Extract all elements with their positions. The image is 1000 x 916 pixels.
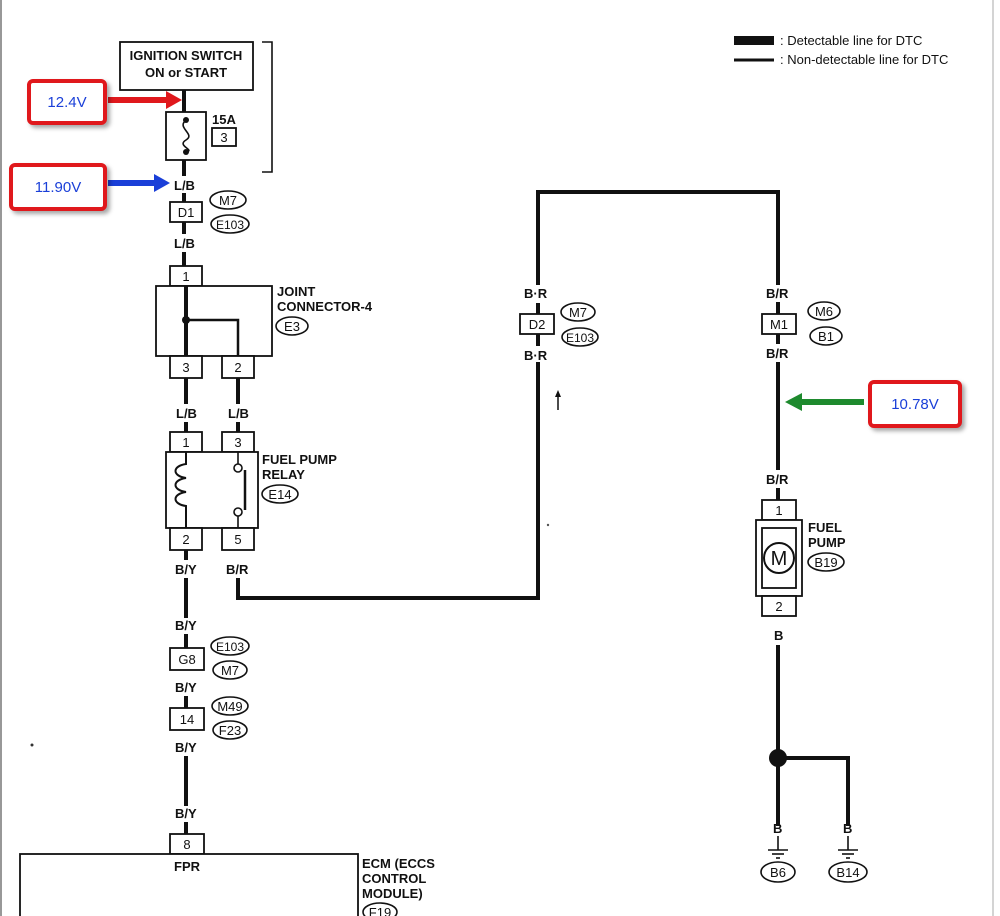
- connector-14-label: 14: [180, 712, 194, 727]
- arrow-red: [108, 91, 182, 109]
- relay-pin-3: 3: [234, 435, 241, 450]
- fuse: 15A 3: [165, 90, 237, 176]
- wire-label-br-d2-bottom: B·R: [524, 348, 548, 363]
- wire-label-b-g1: B: [773, 821, 782, 836]
- jc-pin-3: 3: [182, 360, 189, 375]
- jc-pin-1: 1: [182, 269, 189, 284]
- wire-label-lb-2: L/B: [174, 236, 195, 251]
- connector-m1: M1 M6 B1: [761, 301, 843, 346]
- pump-pin-1: 1: [775, 503, 782, 518]
- legend-detectable: : Detectable line for DTC: [780, 33, 922, 48]
- connector-m6-label: M6: [815, 304, 833, 319]
- connector-f23-label: F23: [219, 723, 241, 738]
- joint-connector-label-1: JOINT: [277, 284, 315, 299]
- connector-d2-label: D2: [529, 317, 546, 332]
- fuel-pump: 1 M 2 FUEL PUMP B19: [755, 499, 846, 617]
- pump-pin-2: 2: [775, 599, 782, 614]
- ignition-switch-state: ON or START: [145, 65, 227, 80]
- wire-label-br-1: B/R: [226, 562, 249, 577]
- measurement-callout-11-90v: 11.90V: [9, 163, 107, 211]
- connector-g8: G8 E103 M7: [169, 636, 250, 680]
- arrow-blue: [108, 174, 170, 192]
- wire-label-br-m1-bottom: B/R: [766, 346, 789, 361]
- wire-label-by-3: B/Y: [175, 680, 197, 695]
- wire-label-b-g2: B: [843, 821, 852, 836]
- wire-label-by-2: B/Y: [175, 618, 197, 633]
- wire-label-lb-3: L/B: [176, 406, 197, 421]
- wire-label-b-1: B: [774, 628, 783, 643]
- wire-label-br-pump: B/R: [766, 472, 789, 487]
- legend-non-detectable: : Non-detectable line for DTC: [780, 52, 948, 67]
- wire-label-br-m1-top: B/R: [766, 286, 789, 301]
- joint-connector-id: E3: [284, 319, 300, 334]
- ecm-label-1: ECM (ECCS: [362, 856, 435, 871]
- ground-b6: B B6: [760, 821, 796, 883]
- ecm: 8 FPR ECM (ECCS CONTROL MODULE) F19: [19, 833, 435, 916]
- wire-label-by-5: B/Y: [175, 806, 197, 821]
- ignition-switch-label: IGNITION SWITCH: [130, 48, 243, 63]
- fuel-pump-label-2: PUMP: [808, 535, 846, 550]
- jc-pin-2: 2: [234, 360, 241, 375]
- ecm-pin-fpr: FPR: [174, 859, 201, 874]
- pump-motor-symbol: M: [771, 548, 788, 570]
- fuel-pump-label-1: FUEL: [808, 520, 842, 535]
- connector-d2-m7: M7: [569, 305, 587, 320]
- connector-d1-label: D1: [178, 205, 195, 220]
- connector-g8-label: G8: [178, 652, 195, 667]
- measurement-callout-12-4v: 12.4V: [27, 79, 107, 125]
- fuse-rating: 15A: [212, 112, 236, 127]
- connector-g8-m7: M7: [221, 663, 239, 678]
- connector-e103-label: E103: [216, 218, 244, 232]
- relay-pin-5: 5: [234, 532, 241, 547]
- relay-pin-2: 2: [182, 532, 189, 547]
- fuel-pump-id: B19: [814, 555, 837, 570]
- relay-label-1: FUEL PUMP: [262, 452, 337, 467]
- connector-m1-label: M1: [770, 317, 788, 332]
- ground-b6-label: B6: [770, 865, 786, 880]
- fuse-number: 3: [220, 130, 227, 145]
- ignition-switch: IGNITION SWITCH ON or START: [119, 41, 273, 173]
- wire-label-by-1: B/Y: [175, 562, 197, 577]
- relay-label-2: RELAY: [262, 467, 305, 482]
- measurement-callout-10-78v: 10.78V: [868, 380, 962, 428]
- connector-m7-label: M7: [219, 193, 237, 208]
- connector-d2-e103: E103: [566, 331, 594, 345]
- relay-id: E14: [268, 487, 291, 502]
- fuel-pump-relay: 1 3 2 5 FUEL PUMP RELAY E14: [165, 431, 337, 551]
- arrow-green: [785, 393, 864, 411]
- ecm-label-2: CONTROL: [362, 871, 426, 886]
- joint-connector: 1 3 2 JOINT CONNECTOR-4 E3: [155, 265, 373, 379]
- wire-label-br-d2-top: B·R: [524, 286, 548, 301]
- wire-label-by-4: B/Y: [175, 740, 197, 755]
- connector-b1-label: B1: [818, 329, 834, 344]
- joint-connector-label-2: CONNECTOR-4: [277, 299, 373, 314]
- connector-g8-e103: E103: [216, 640, 244, 654]
- connector-14: 14 M49 F23: [169, 696, 249, 740]
- ecm-label-3: MODULE): [362, 886, 423, 901]
- relay-pin-1: 1: [182, 435, 189, 450]
- wire-label-lb-1: L/B: [174, 178, 195, 193]
- connector-d1: D1 M7 E103: [169, 190, 250, 234]
- ecm-id: F19: [369, 905, 391, 916]
- legend: : Detectable line for DTC : Non-detectab…: [734, 33, 948, 67]
- connector-d2: D2 M7 E103: [519, 302, 599, 347]
- ground-b14-label: B14: [836, 865, 859, 880]
- connector-m49-label: M49: [217, 699, 242, 714]
- ecm-pin-8: 8: [183, 837, 190, 852]
- wire-label-lb-4: L/B: [228, 406, 249, 421]
- ground-b14: B B14: [828, 821, 868, 883]
